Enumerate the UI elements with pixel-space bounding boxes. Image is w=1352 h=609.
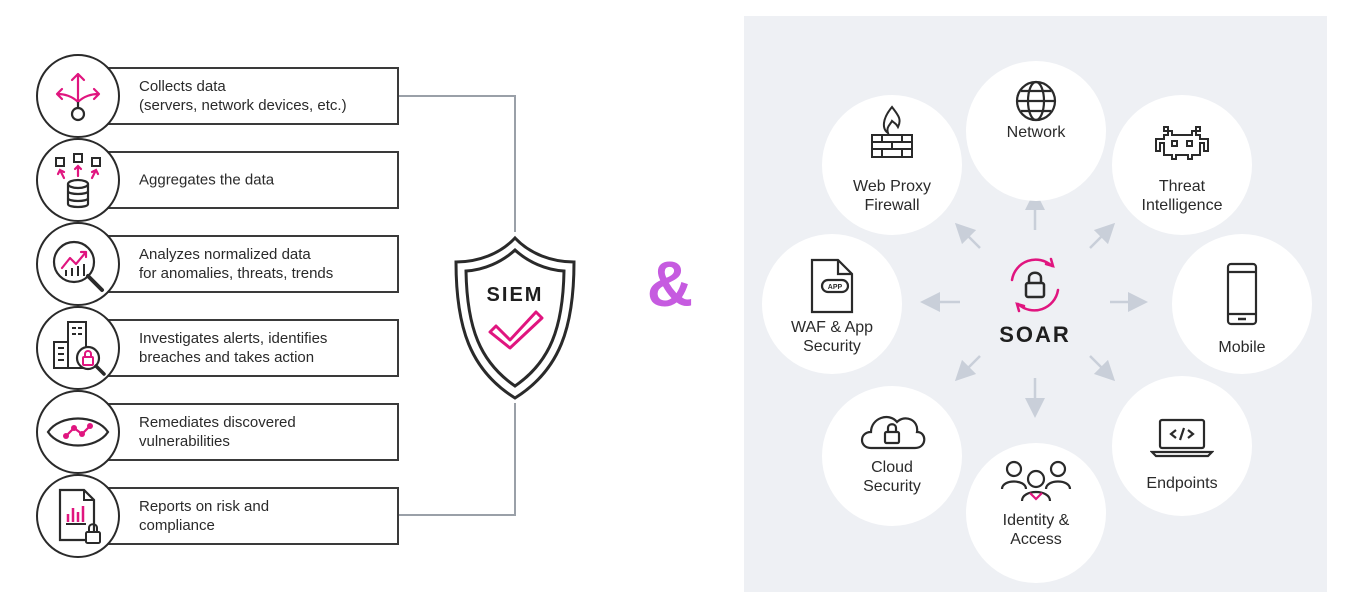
step-text: Analyzes normalized data for anomalies, …: [139, 246, 334, 282]
node-waf-app-security: APP WAF & App Security: [762, 234, 902, 374]
analytics-magnifier-icon: [36, 222, 120, 306]
database-aggregate-icon: [36, 138, 120, 222]
node-label: Web Proxy Firewall: [853, 178, 931, 214]
step-box: Reports on risk and compliance: [97, 487, 399, 545]
step-text: Aggregates the data: [139, 171, 275, 189]
globe-icon: [1015, 80, 1057, 122]
svg-text:APP: APP: [828, 284, 843, 291]
soar-label: SOAR: [999, 322, 1071, 347]
step-text: Investigates alerts, identifies breaches…: [139, 330, 328, 366]
firewall-icon: [871, 105, 913, 158]
node-label: WAF & App Security: [790, 319, 874, 355]
node-label: Endpoints: [1146, 475, 1218, 492]
share-arrows-icon: [36, 54, 120, 138]
step-text: Remediates discovered vulnerabilities: [139, 414, 296, 450]
cycle-lock-icon: [1010, 257, 1060, 313]
invader-icon: [1155, 126, 1209, 160]
node-endpoints: Endpoints: [1112, 376, 1252, 516]
node-mobile: Mobile: [1172, 234, 1312, 374]
node-label: Network: [1006, 124, 1066, 141]
cloud-lock-icon: [860, 415, 926, 450]
step-text: Collects data (servers, network devices,…: [139, 78, 347, 114]
siem-label: SIEM: [486, 284, 544, 306]
step-text: Reports on risk and compliance: [139, 498, 270, 534]
users-icon: [1000, 460, 1072, 502]
node-label: Cloud Security: [863, 459, 921, 495]
siem-shield: SIEM: [450, 232, 580, 404]
node-cloud-security: Cloud Security: [822, 386, 962, 526]
code-laptop-icon: [1150, 418, 1214, 458]
step-box: Analyzes normalized data for anomalies, …: [97, 235, 399, 293]
node-label: Identity & Access: [1002, 512, 1070, 548]
node-label: Mobile: [1218, 339, 1266, 356]
step-box: Collects data (servers, network devices,…: [97, 67, 399, 125]
ampersand: &: [646, 248, 694, 320]
step-box: Remediates discovered vulnerabilities: [97, 403, 399, 461]
step-box: Investigates alerts, identifies breaches…: [97, 319, 399, 377]
report-lock-icon: [36, 474, 120, 558]
app-file-icon: APP: [810, 258, 854, 314]
node-web-proxy-firewall: Web Proxy Firewall: [822, 95, 962, 235]
step-box: Aggregates the data: [97, 151, 399, 209]
node-identity-access: Identity & Access: [966, 443, 1106, 583]
building-lock-magnifier-icon: [36, 306, 120, 390]
node-label: Threat Intelligence: [1141, 178, 1223, 214]
node-network: Network: [966, 61, 1106, 201]
shield-icon: [454, 235, 576, 400]
node-threat-intelligence: Threat Intelligence: [1112, 95, 1252, 235]
eye-icon: [36, 390, 120, 474]
phone-icon: [1226, 262, 1258, 326]
soar-center: SOAR: [990, 250, 1080, 350]
